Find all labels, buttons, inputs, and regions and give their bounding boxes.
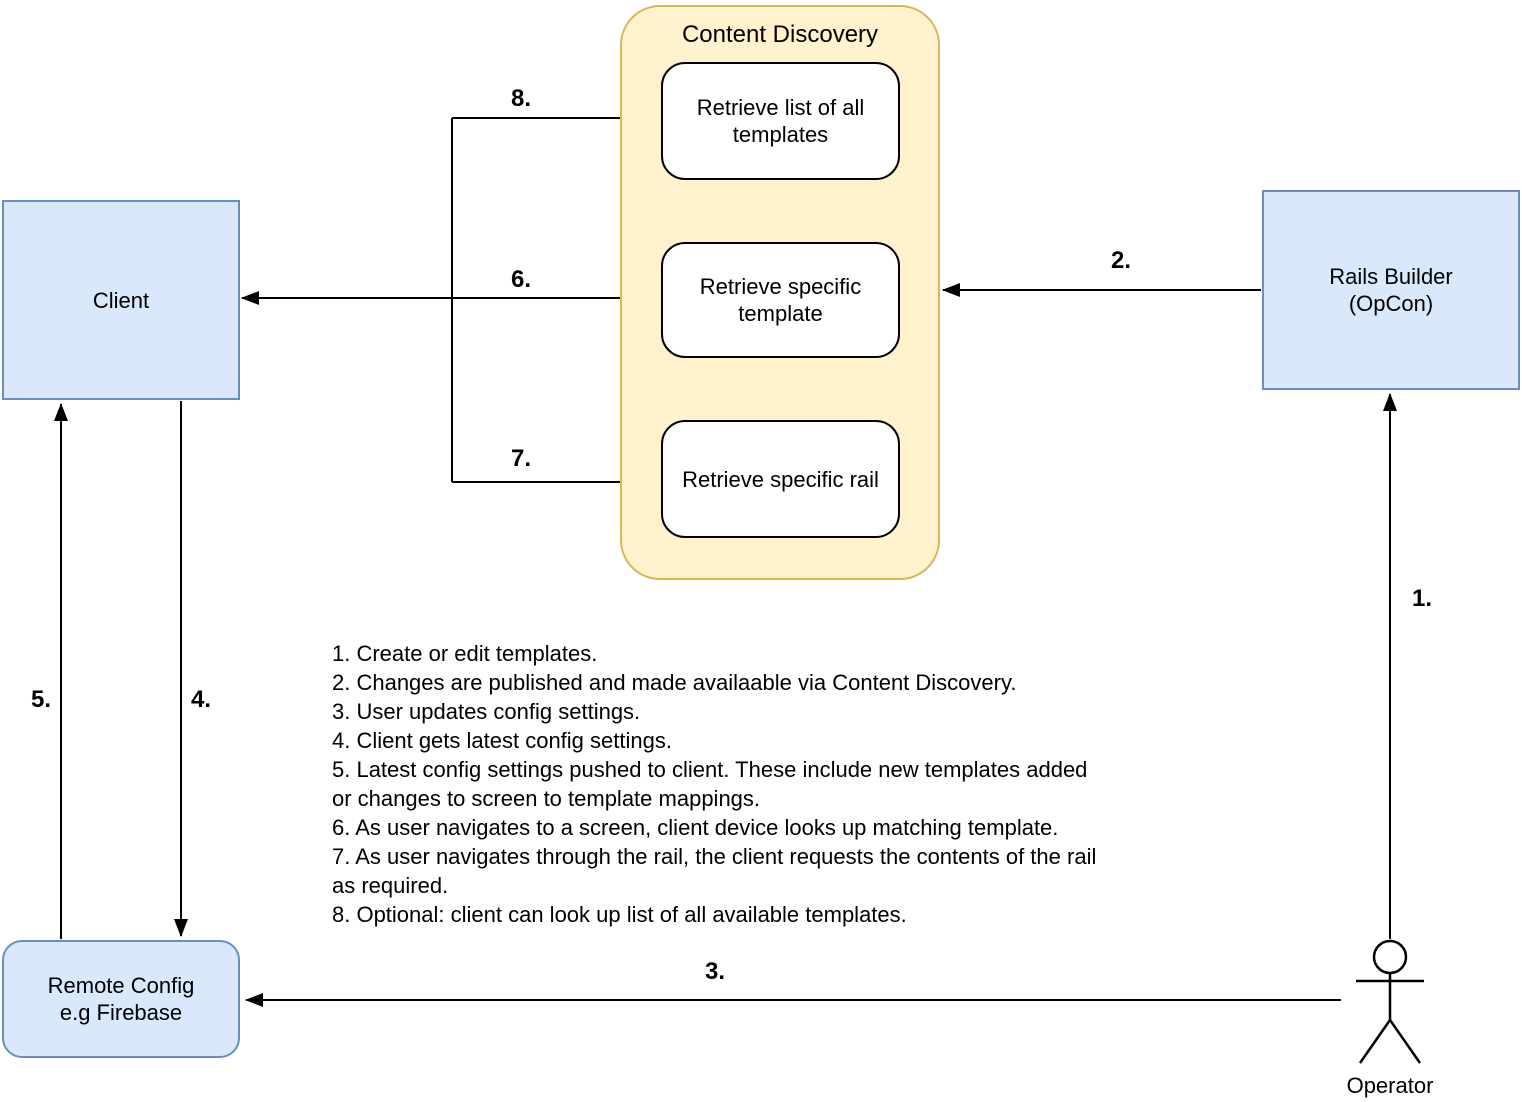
note-line: 4. Client gets latest config settings. [332, 728, 672, 753]
service-retrieve-specific-template: Retrieve specific template [661, 242, 900, 358]
arrow-7-label: 7. [510, 445, 532, 472]
note-line: or changes to screen to template mapping… [332, 786, 761, 811]
arrow-4-label: 4. [190, 686, 212, 713]
arrow-5-label: 5. [30, 686, 52, 713]
note-line: 1. Create or edit templates. [332, 641, 598, 666]
note-line: 8. Optional: client can look up list of … [332, 902, 907, 927]
arrow-6-label: 6. [510, 266, 532, 293]
rails-builder-node: Rails Builder (OpCon) [1262, 190, 1520, 390]
arrow-8-label: 8. [510, 85, 532, 112]
client-node: Client [2, 200, 240, 400]
arrow-1-label: 1. [1411, 585, 1433, 612]
operator-stick-figure [1356, 939, 1424, 1064]
arrow-3-label: 3. [704, 958, 726, 985]
operator-left-leg [1358, 1019, 1392, 1064]
note-line: 3. User updates config settings. [332, 699, 641, 724]
note-line: 6. As user navigates to a screen, client… [332, 815, 1059, 840]
arrow-2-label: 2. [1110, 247, 1132, 274]
note-line: 5. Latest config settings pushed to clie… [332, 757, 1088, 782]
content-discovery-title: Content Discovery [681, 21, 879, 48]
operator-label: Operator [1346, 1073, 1434, 1098]
note-line: 2. Changes are published and made availa… [332, 670, 1017, 695]
service-retrieve-specific-rail: Retrieve specific rail [661, 420, 900, 538]
remote-config-node: Remote Config e.g Firebase [2, 940, 240, 1058]
operator-right-leg [1388, 1019, 1422, 1064]
note-line: 7. As user navigates through the rail, t… [332, 844, 1097, 869]
note-line: as required. [332, 873, 449, 898]
operator-head [1372, 939, 1408, 975]
service-retrieve-list-of-all-templates: Retrieve list of all templates [661, 62, 900, 180]
process-notes: 1. Create or edit templates. 2. Changes … [332, 639, 1096, 929]
